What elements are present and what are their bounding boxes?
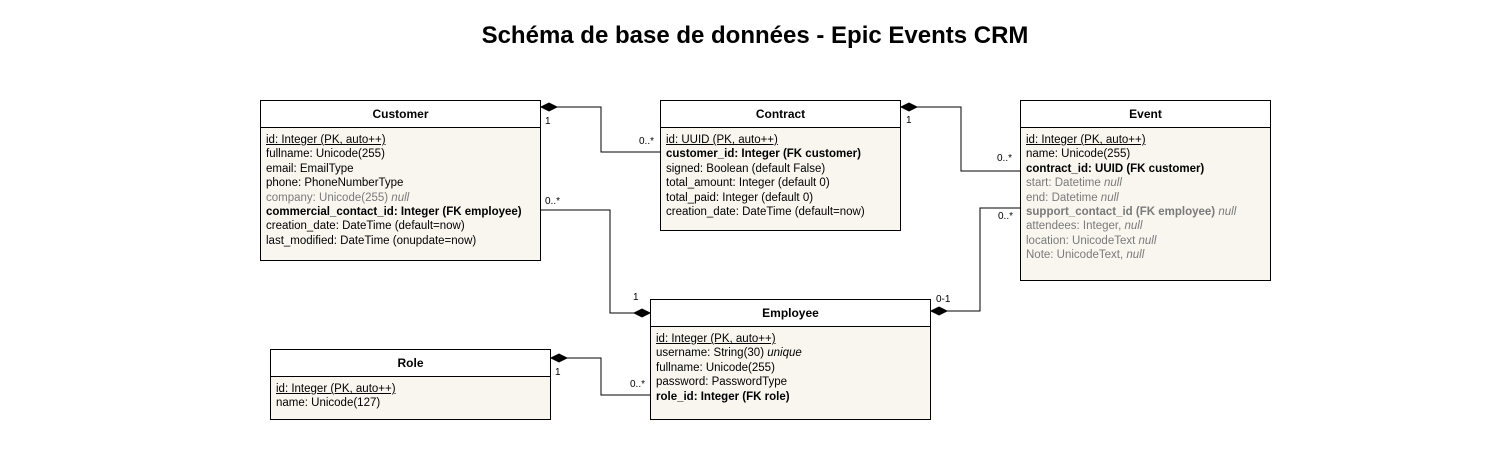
- entity-header: Customer: [261, 101, 540, 128]
- attribute-label: company: Unicode(255): [266, 191, 392, 204]
- customer-contract-line: [541, 106, 660, 153]
- multiplicity-label: 1: [545, 116, 551, 127]
- attribute-row: fullname: Unicode(255): [266, 148, 385, 161]
- entity-event: Event id: Integer (PK, auto++) name: Uni…: [1020, 100, 1271, 281]
- entity-contract: Contract id: UUID (PK, auto++) customer_…: [660, 100, 901, 231]
- attribute-row: role_id: Integer (FK role): [656, 390, 790, 403]
- event-employee-line: [931, 207, 1020, 312]
- employee-event-composition-diamond: [929, 306, 949, 316]
- attribute-label: Note: UnicodeText,: [1026, 249, 1127, 262]
- contract-event-line: [901, 106, 1020, 172]
- attribute-row: creation_date: DateTime (default=now): [266, 220, 465, 233]
- attribute-label: username: String(30): [656, 347, 768, 360]
- contract-composition-diamond: [899, 102, 919, 112]
- null-modifier: null: [1218, 206, 1237, 219]
- entity-attributes: id: Integer (PK, auto++) name: Unicode(2…: [1021, 128, 1270, 263]
- attribute-row: company: Unicode(255) null: [266, 191, 535, 205]
- null-modifier: null: [1124, 220, 1143, 233]
- attribute-row: creation_date: DateTime (default=now): [666, 206, 865, 219]
- diagram-title: Schéma de base de données - Epic Events …: [481, 22, 1029, 49]
- attribute-label: end: Datetime: [1026, 191, 1101, 204]
- entity-attributes: id: Integer (PK, auto++) fullname: Unico…: [261, 128, 540, 248]
- attribute-row: username: String(30) unique: [656, 346, 925, 360]
- attribute-row: fullname: Unicode(255): [656, 361, 775, 374]
- attribute-row: email: EmailType: [266, 162, 354, 175]
- attribute-row: customer_id: Integer (FK customer): [666, 148, 861, 161]
- multiplicity-label: 0..*: [545, 196, 561, 207]
- multiplicity-label: 0..*: [997, 153, 1013, 164]
- attribute-row: commercial_contact_id: Integer (FK emplo…: [266, 206, 522, 219]
- attribute-row: name: Unicode(127): [276, 397, 381, 410]
- entity-header: Event: [1021, 101, 1270, 128]
- employee-customer-composition-diamond: [632, 308, 652, 318]
- multiplicity-label: 1: [906, 115, 912, 126]
- attribute-row: id: Integer (PK, auto++): [266, 134, 386, 146]
- attribute-row: id: Integer (PK, auto++): [1026, 134, 1146, 146]
- entity-employee: Employee id: Integer (PK, auto++) userna…: [650, 299, 931, 420]
- attribute-row: end: Datetime null: [1026, 191, 1265, 205]
- attribute-label: attendees: Integer,: [1026, 220, 1125, 233]
- attribute-row: attendees: Integer, null: [1026, 219, 1265, 233]
- null-modifier: null: [1138, 234, 1157, 247]
- attribute-row: phone: PhoneNumberType: [266, 177, 404, 190]
- multiplicity-label: 1: [633, 292, 639, 303]
- attribute-row: id: Integer (PK, auto++): [656, 333, 776, 345]
- role-composition-diamond: [549, 353, 569, 363]
- customer-composition-diamond: [539, 102, 559, 112]
- multiplicity-label: 0..*: [998, 211, 1014, 222]
- multiplicity-label: 0-1: [936, 294, 951, 305]
- attribute-row: support_contact_id (FK employee) null: [1026, 205, 1265, 219]
- entity-role: Role id: Integer (PK, auto++) name: Unic…: [270, 349, 551, 420]
- multiplicity-label: 0..*: [639, 136, 655, 147]
- attribute-row: name: Unicode(255): [1026, 148, 1131, 161]
- attribute-row: start: Datetime null: [1026, 176, 1265, 190]
- unique-modifier: unique: [767, 347, 802, 360]
- attribute-row: Note: UnicodeText, null: [1026, 248, 1265, 262]
- null-modifier: null: [1126, 249, 1145, 262]
- role-employee-line: [551, 357, 650, 396]
- entity-attributes: id: Integer (PK, auto++) name: Unicode(1…: [271, 377, 550, 411]
- attribute-row: id: Integer (PK, auto++): [276, 383, 396, 395]
- entity-attributes: id: Integer (PK, auto++) username: Strin…: [651, 327, 930, 404]
- attribute-row: contract_id: UUID (FK customer): [1026, 162, 1205, 175]
- attribute-row: location: UnicodeText null: [1026, 234, 1265, 248]
- attribute-row: signed: Boolean (default False): [666, 162, 826, 175]
- entity-customer: Customer id: Integer (PK, auto++) fullna…: [260, 100, 541, 261]
- attribute-row: password: PasswordType: [656, 376, 788, 389]
- attribute-row: id: UUID (PK, auto++): [666, 134, 778, 146]
- entity-header: Contract: [661, 101, 900, 128]
- multiplicity-label: 1: [555, 367, 561, 378]
- attribute-label: location: UnicodeText: [1026, 234, 1139, 247]
- attribute-row: total_paid: Integer (default 0): [666, 191, 814, 204]
- attribute-label: start: Datetime: [1026, 177, 1104, 190]
- multiplicity-label: 0..*: [630, 379, 646, 390]
- entity-header: Employee: [651, 300, 930, 327]
- attribute-label: support_contact_id (FK employee): [1026, 206, 1219, 219]
- null-modifier: null: [1103, 177, 1122, 190]
- entity-attributes: id: UUID (PK, auto++) customer_id: Integ…: [661, 128, 900, 219]
- attribute-row: last_modified: DateTime (onupdate=now): [266, 234, 477, 247]
- attribute-row: total_amount: Integer (default 0): [666, 177, 830, 190]
- entity-header: Role: [271, 350, 550, 377]
- null-modifier: null: [391, 191, 410, 204]
- null-modifier: null: [1100, 191, 1119, 204]
- customer-employee-line: [541, 209, 650, 314]
